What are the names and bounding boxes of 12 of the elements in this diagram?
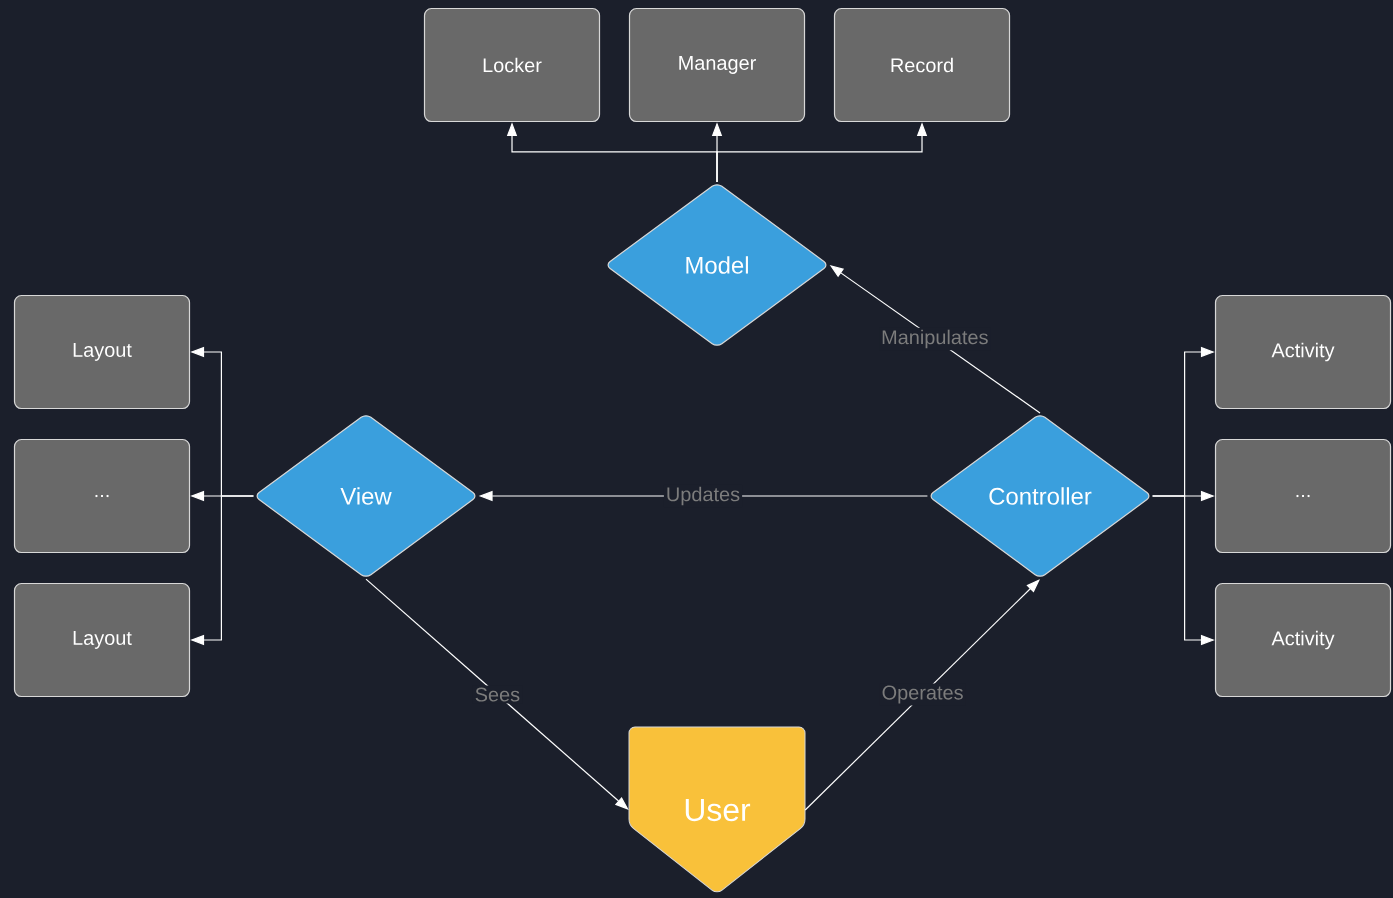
process-box: Layout bbox=[13, 294, 191, 410]
process-box: Activity bbox=[1214, 582, 1392, 698]
process-box: ... bbox=[13, 438, 191, 554]
arrow bbox=[365, 578, 629, 810]
arrow bbox=[804, 579, 1040, 811]
process-box: ... bbox=[1214, 438, 1392, 554]
process-box: Locker bbox=[423, 7, 601, 123]
process-box: Manager bbox=[628, 7, 806, 123]
process-box: Record bbox=[833, 7, 1011, 123]
process-box: Activity bbox=[1214, 294, 1392, 410]
edge-label: Manipulates bbox=[879, 327, 991, 351]
process-box: Layout bbox=[13, 582, 191, 698]
